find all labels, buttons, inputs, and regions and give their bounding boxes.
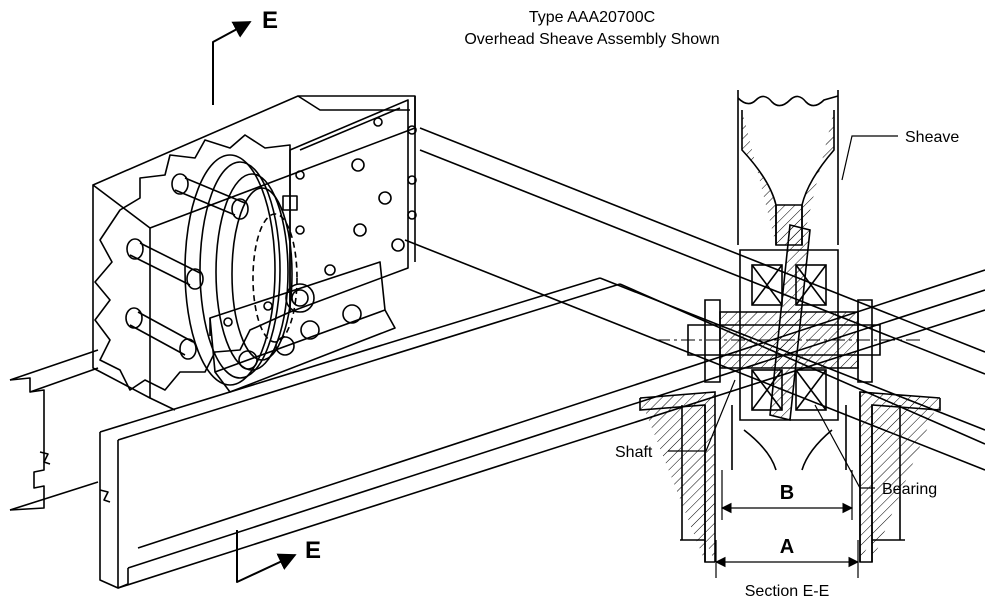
section-marker-top: E: [262, 7, 278, 34]
section-cut-arrow-top: [212, 21, 252, 105]
bearing-lower-right: [795, 369, 827, 411]
mounting-bracket: [209, 261, 396, 393]
leader-bearing: [814, 404, 875, 489]
dimension-a: [714, 540, 860, 578]
dimension-b-label: B: [780, 482, 794, 504]
section-view: [639, 90, 941, 578]
section-marker-bottom: E: [305, 537, 321, 564]
tie-rods: [125, 173, 249, 360]
dimension-a-label: A: [780, 536, 794, 558]
side-plate: [282, 99, 417, 313]
dimension-b: [720, 470, 854, 520]
section-caption: Section E-E: [745, 583, 829, 600]
section-cut-arrow-bottom: [236, 530, 297, 583]
leader-shaft: [668, 379, 736, 452]
guard-plate: [94, 134, 291, 391]
leader-sheave: [841, 135, 898, 181]
shaft-cross-section: [656, 299, 920, 383]
sheave-housing: [92, 95, 416, 411]
sheave-wheel: [184, 154, 298, 386]
title-line-1: Type AAA20700C: [529, 9, 655, 26]
bearing-upper-left: [751, 264, 783, 306]
frame-flanges: [639, 391, 941, 563]
label-shaft: Shaft: [615, 444, 653, 461]
label-bearing: Bearing: [882, 481, 937, 498]
label-sheave: Sheave: [905, 129, 959, 146]
title-line-2: Overhead Sheave Assembly Shown: [464, 31, 719, 48]
